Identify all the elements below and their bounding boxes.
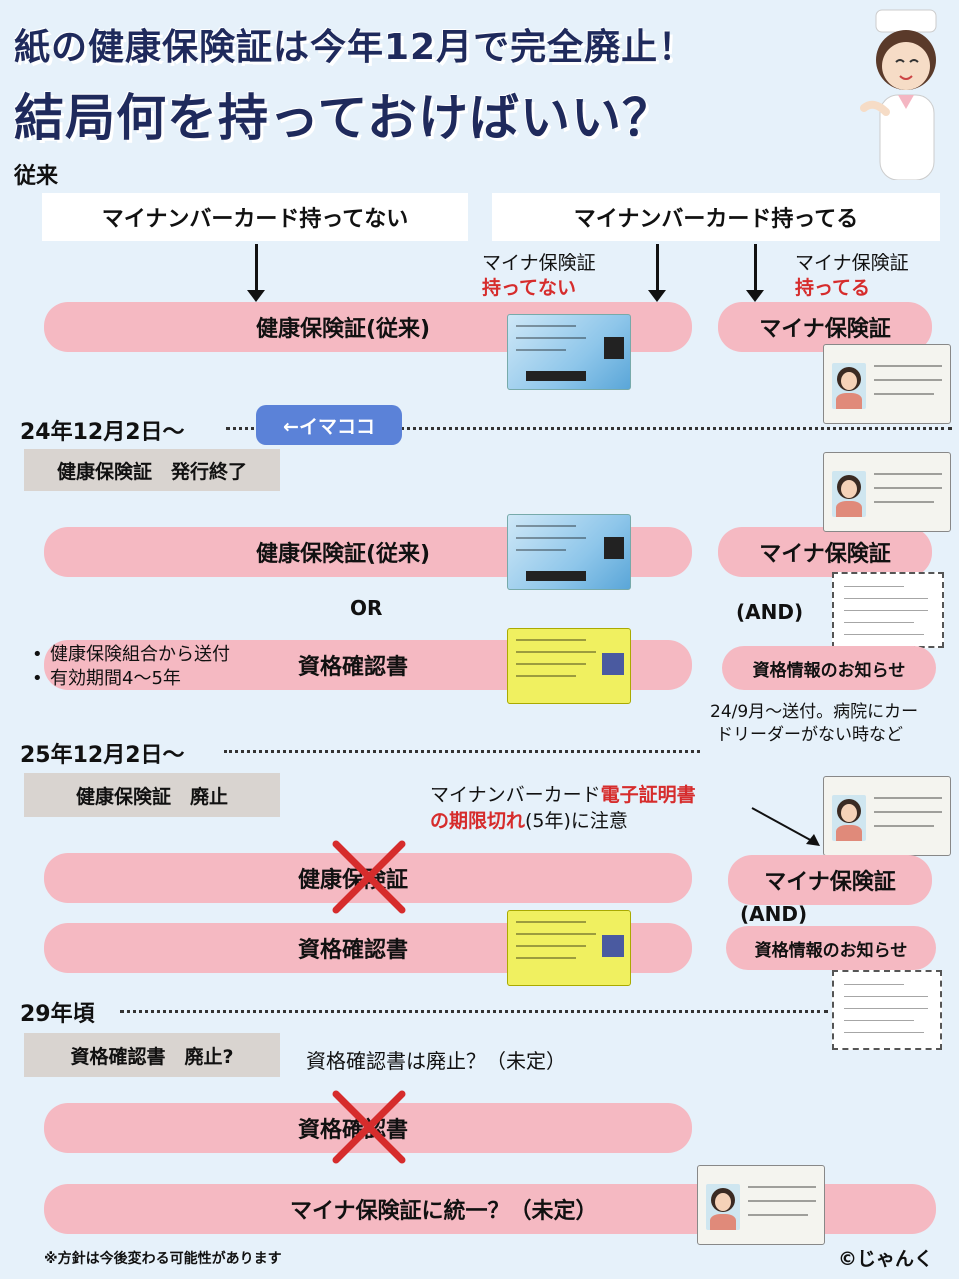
- mynapass-yes-emphasis: 持ってる: [795, 277, 871, 299]
- arrow-icon: [751, 807, 820, 846]
- arrow-down-icon: [247, 244, 265, 302]
- health-insurance-card-image: [507, 314, 631, 390]
- section-label-conventional: 従来: [14, 164, 59, 189]
- bullet-item: 健康保険組合から送付: [28, 643, 230, 667]
- status-box-2024: 健康保険証 発行終了: [24, 449, 280, 491]
- arrow-down-icon: [746, 244, 764, 302]
- abolished-x-icon: [332, 1090, 406, 1164]
- qualification-abolish-note: 資格確認書は廃止？（未定）: [306, 1049, 566, 1073]
- qualification-notice-image: [832, 572, 944, 648]
- pill-myna-insurance: マイナ保険証: [718, 527, 932, 577]
- arrow-down-icon: [648, 244, 666, 302]
- status-box-2025: 健康保険証 廃止: [24, 773, 280, 817]
- page-title-line2: 結局何を持っておけばいい？: [14, 89, 673, 147]
- warning-note-line1: マイナンバーカード電子証明書: [430, 780, 696, 807]
- qualification-bullets: 健康保険組合から送付 有効期間4～5年: [28, 643, 230, 691]
- nurse-illustration: [858, 0, 958, 181]
- mynumber-card-image: [823, 776, 951, 856]
- or-label: OR: [350, 596, 383, 620]
- bullet-item: 有効期間4～5年: [28, 667, 230, 691]
- timeline-divider: [224, 750, 700, 753]
- date-label-2024: 24年12月2日～: [20, 420, 185, 445]
- credit: ©じゃんく: [838, 1248, 934, 1270]
- no-mynumber-card-box: マイナンバーカード持ってない: [42, 193, 468, 241]
- mynumber-card-image: [823, 344, 951, 424]
- mynumber-card-image: [697, 1165, 825, 1245]
- has-mynumber-card-box: マイナンバーカード持ってる: [492, 193, 940, 241]
- mynapass-no-label: マイナ保険証: [482, 252, 596, 274]
- mynumber-card-image: [823, 452, 951, 532]
- pill-qualification-notice: 資格情報のお知らせ: [722, 646, 936, 690]
- disclaimer: ※方針は今後変わる可能性があります: [44, 1251, 282, 1267]
- mynapass-yes-label: マイナ保険証: [795, 252, 909, 274]
- qualification-notice-image: [832, 970, 942, 1050]
- status-box-2029: 資格確認書 廃止?: [24, 1033, 280, 1077]
- date-label-2025: 25年12月2日～: [20, 743, 185, 768]
- pill-myna-insurance: マイナ保険証: [718, 302, 932, 352]
- now-here-tag: ←イマココ: [256, 405, 402, 445]
- and-label: (AND): [736, 600, 804, 624]
- date-label-2029: 29年頃: [20, 1002, 95, 1027]
- pill-qualification-notice: 資格情報のお知らせ: [726, 926, 936, 970]
- timeline-divider: [226, 427, 952, 430]
- warning-emphasis: 電子証明書: [600, 784, 696, 806]
- qualification-certificate-image: [507, 910, 631, 986]
- pill-myna-insurance: マイナ保険証: [728, 855, 932, 905]
- warning-note-line2: の期限切れ(5年)に注意: [430, 806, 628, 833]
- notice-note-line1: 24/9月～送付。病院にカー: [710, 702, 919, 722]
- timeline-divider: [120, 1010, 828, 1013]
- mynapass-no-emphasis: 持ってない: [482, 277, 577, 299]
- page-title-line1: 紙の健康保険証は今年12月で完全廃止！: [14, 27, 696, 68]
- warning-prefix: マイナンバーカード: [430, 784, 601, 806]
- warning-emphasis: の期限切れ: [430, 810, 526, 832]
- health-insurance-card-image: [507, 514, 631, 590]
- and-label: (AND): [740, 902, 808, 926]
- abolished-x-icon: [332, 840, 406, 914]
- notice-note-line2: ドリーダーがない時など: [716, 725, 903, 745]
- warning-suffix: (5年)に注意: [525, 810, 628, 832]
- qualification-certificate-image: [507, 628, 631, 704]
